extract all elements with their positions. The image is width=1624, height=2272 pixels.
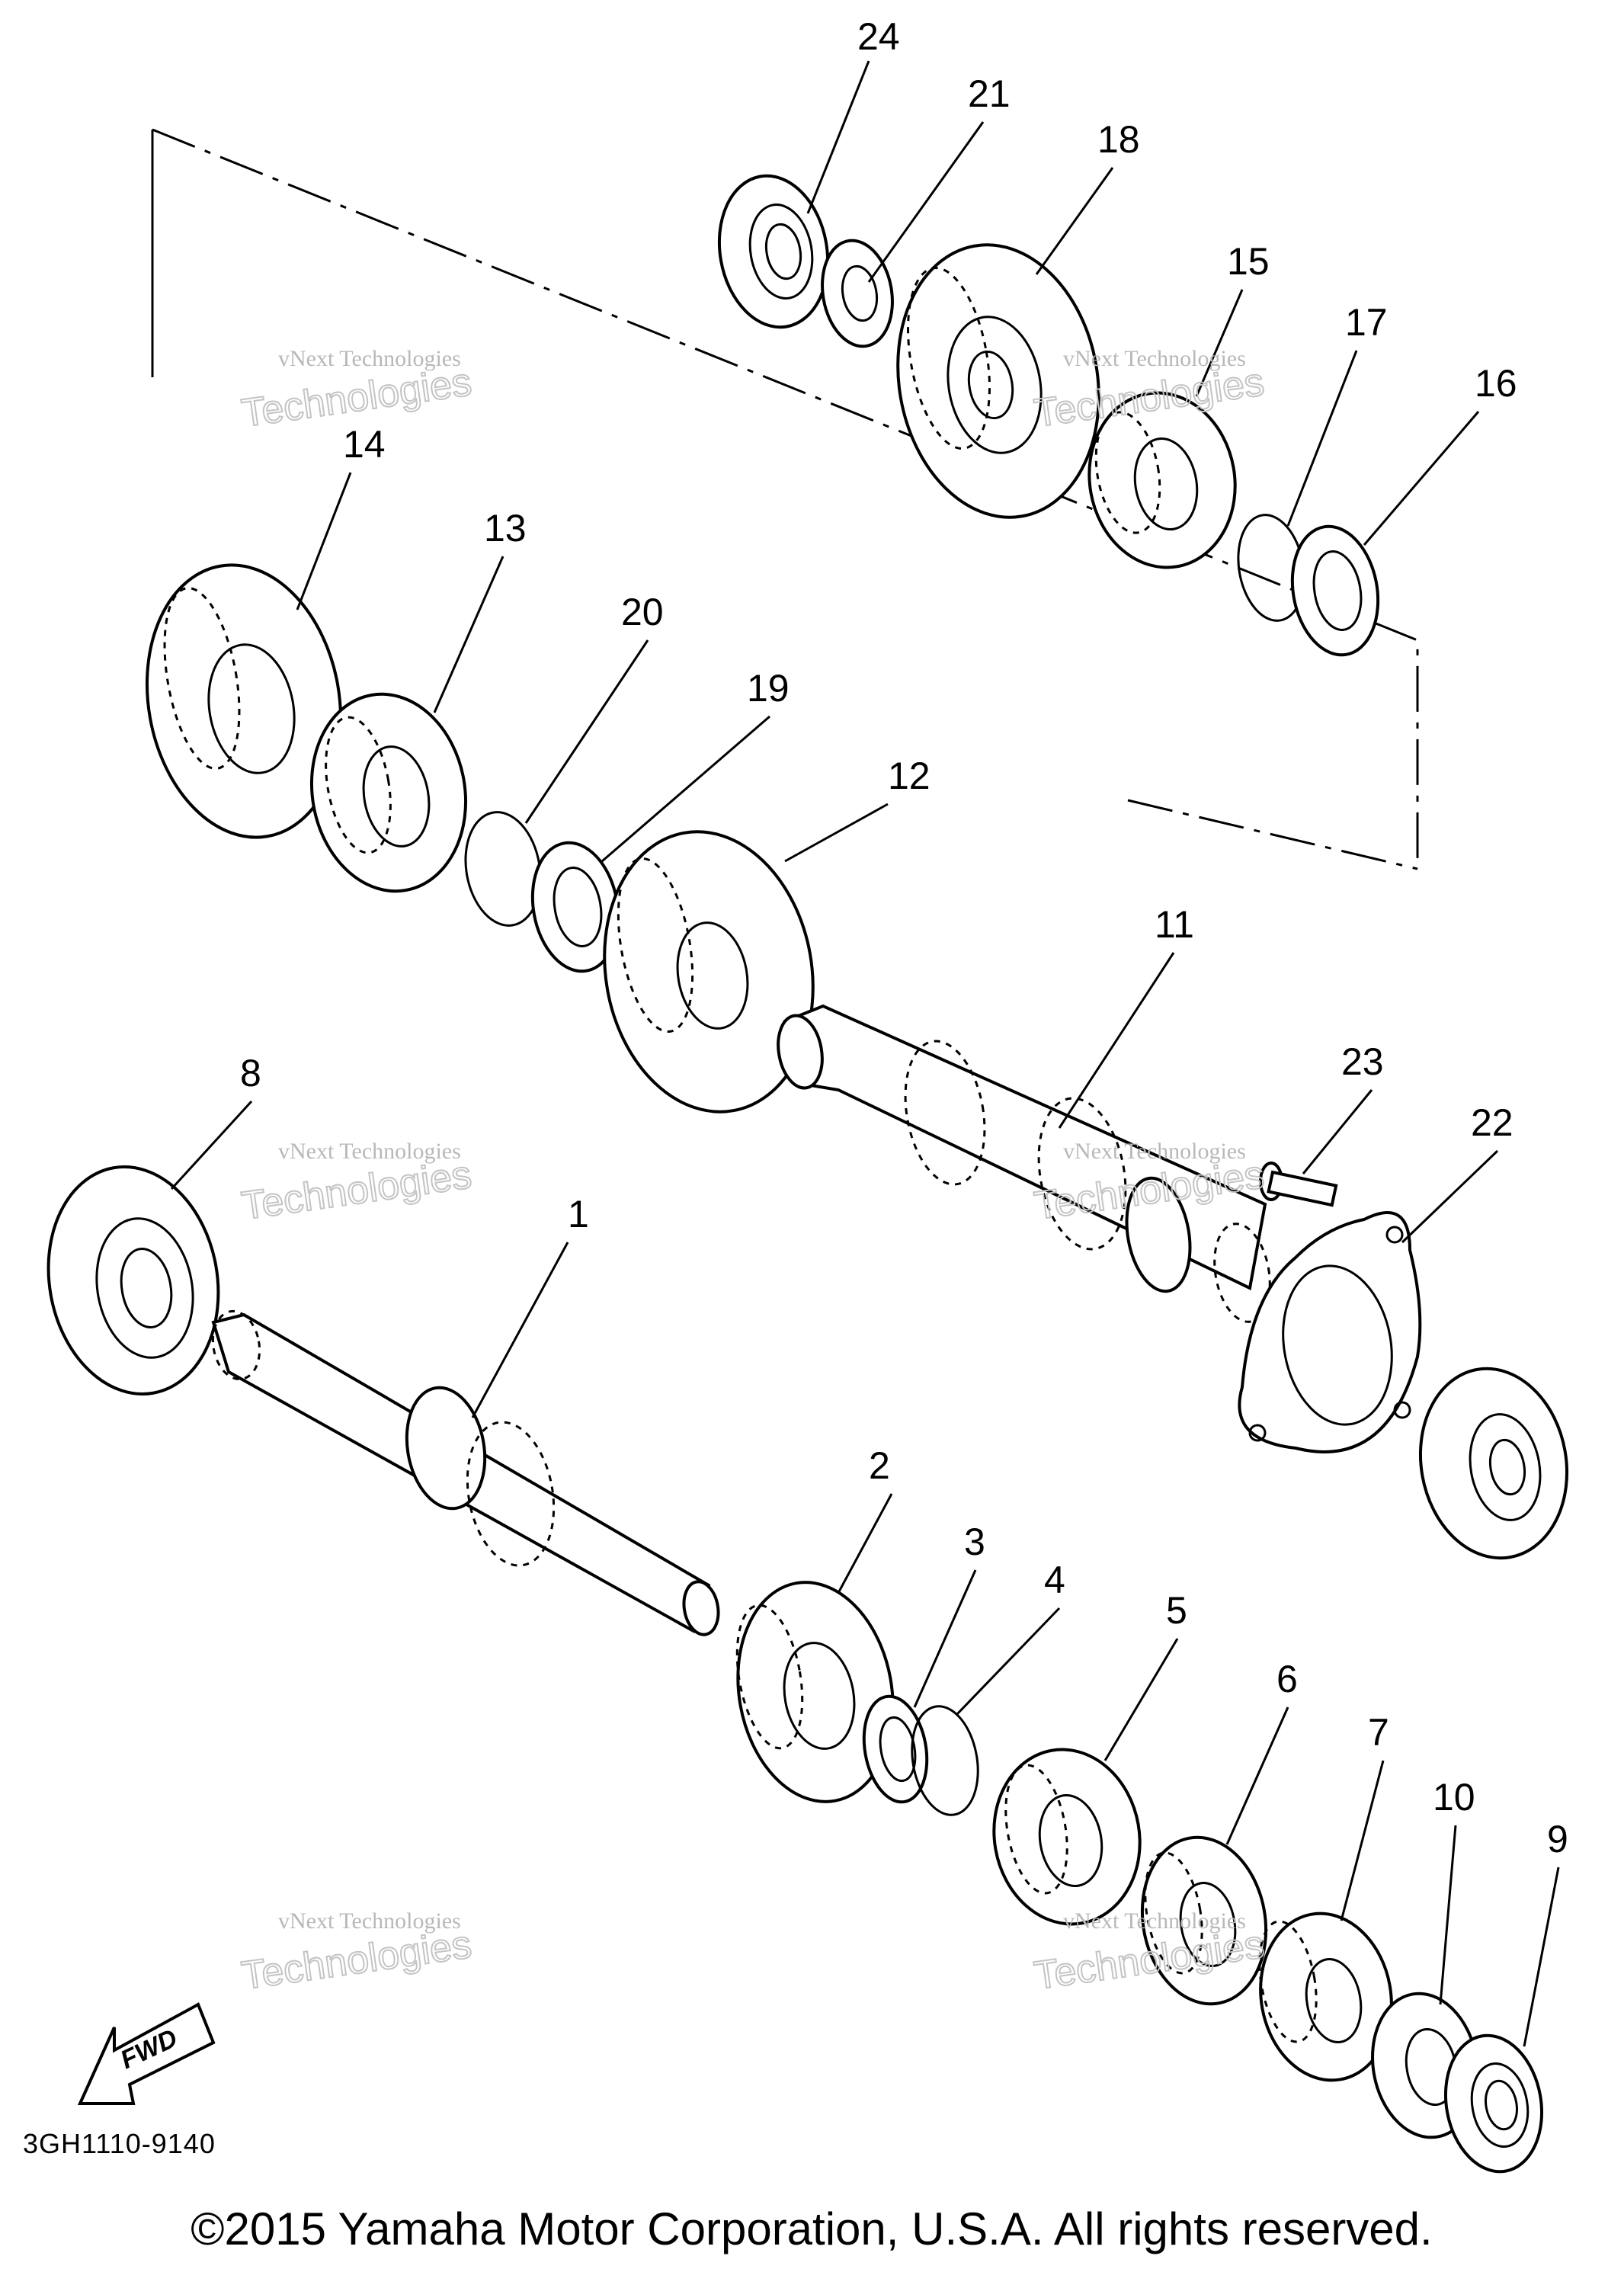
fwd-arrow-icon: FWD: [77, 2002, 216, 2105]
callout-18: 18: [1097, 118, 1140, 161]
callout-4: 4: [1044, 1559, 1065, 1601]
callout-17: 17: [1345, 301, 1388, 344]
assembly-outline-bottom: [1127, 799, 1418, 870]
part-4-circlip: [911, 1705, 979, 1816]
svg-text:Technologies: Technologies: [239, 1152, 475, 1229]
part-1-main-axle: [211, 1309, 720, 1636]
part-6-gear: [1140, 1835, 1268, 2006]
callout-22: 22: [1471, 1101, 1513, 1144]
part-24-bearing: [717, 174, 830, 329]
svg-text:vNext Technologies: vNext Technologies: [278, 1908, 461, 1934]
callout-2: 2: [869, 1444, 890, 1487]
callout-20: 20: [621, 591, 664, 633]
callout-7: 7: [1368, 1711, 1389, 1754]
watermark-lower-left: vNext Technologies Technologies: [239, 1908, 476, 1999]
svg-text:vNext Technologies: vNext Technologies: [278, 1139, 461, 1164]
part-12-gear: [603, 830, 815, 1114]
part-13-gear: [309, 692, 468, 893]
svg-text:vNext Technologies: vNext Technologies: [278, 346, 461, 371]
part-3-washer: [862, 1694, 929, 1804]
callout-23: 23: [1341, 1040, 1384, 1083]
svg-text:Technologies: Technologies: [239, 1922, 475, 1998]
svg-text:vNext Technologies: vNext Technologies: [1063, 346, 1246, 371]
part-7-gear: [1258, 1911, 1393, 2082]
callout-6: 6: [1276, 1658, 1298, 1700]
part-5-gear: [992, 1748, 1142, 1926]
part-15-gear: [1087, 391, 1237, 569]
callout-10: 10: [1433, 1776, 1475, 1819]
part-8-bearing: [46, 1165, 220, 1396]
part-22-bearing-retainer: [1238, 1211, 1422, 1453]
callout-16: 16: [1475, 362, 1517, 405]
callout-3: 3: [964, 1521, 985, 1563]
part-16-washer: [1290, 524, 1380, 657]
callout-19: 19: [747, 667, 790, 710]
part-9-oil-seal: [1443, 2033, 1544, 2174]
callout-14: 14: [343, 423, 386, 466]
callout-8: 8: [240, 1052, 261, 1094]
callout-9: 9: [1547, 1818, 1568, 1860]
callout-11: 11: [1155, 903, 1194, 946]
part-2-gear: [735, 1581, 895, 1803]
leader-lines: [170, 60, 1560, 2047]
callout-13: 13: [484, 507, 527, 550]
part-14-gear: [145, 563, 343, 839]
part-23-bolt: [1259, 1162, 1338, 1207]
part-18-gear: [896, 243, 1100, 519]
callout-15: 15: [1227, 240, 1270, 283]
bearing-right: [1418, 1367, 1569, 1560]
callout-5: 5: [1166, 1589, 1187, 1632]
copyright-notice: ©2015 Yamaha Motor Corporation, U.S.A. A…: [191, 2203, 1432, 2254]
callout-24: 24: [857, 15, 900, 58]
svg-text:vNext Technologies: vNext Technologies: [1063, 1139, 1246, 1164]
assembly-outline-top: [152, 128, 1419, 869]
callout-1: 1: [568, 1193, 589, 1235]
drawing-code: 3GH1110-9140: [23, 2128, 216, 2159]
watermark-middle-left: vNext Technologies Technologies: [239, 1139, 476, 1229]
callout-12: 12: [888, 755, 931, 797]
part-21-washer: [821, 239, 894, 348]
callout-21: 21: [968, 72, 1011, 115]
svg-text:vNext Technologies: vNext Technologies: [1063, 1908, 1246, 1934]
part-11-drive-axle: [777, 1004, 1271, 1323]
